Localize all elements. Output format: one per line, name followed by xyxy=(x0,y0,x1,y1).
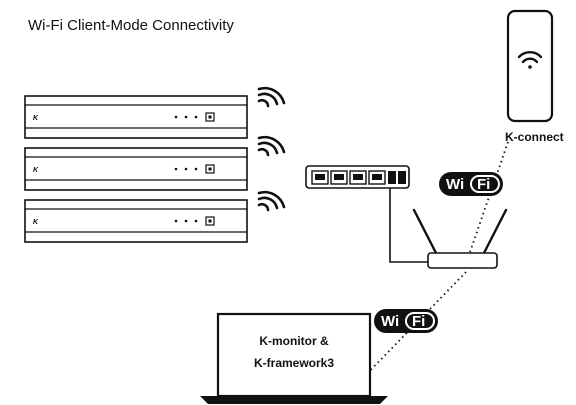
amplifier-1: K xyxy=(24,95,248,139)
wifi-router-icon xyxy=(412,208,508,269)
wifi-badge: Wi Fi xyxy=(439,172,503,196)
amplifier-2: K xyxy=(24,147,248,191)
network-switch-icon xyxy=(305,165,410,189)
svg-text:Wi: Wi xyxy=(446,176,464,193)
brand-logo: K xyxy=(33,167,39,174)
wifi-icon xyxy=(257,190,286,212)
phone xyxy=(506,9,554,123)
phone-label: K-connect xyxy=(505,130,564,144)
wifi-link-laptop xyxy=(357,271,467,384)
laptop-label-line1: K-monitor & xyxy=(259,334,329,348)
laptop xyxy=(200,312,388,404)
ethernet-cable xyxy=(389,178,428,263)
wifi-icon xyxy=(517,51,543,69)
svg-text:Fi: Fi xyxy=(477,176,490,193)
wifi-icon xyxy=(257,135,286,157)
diagram-title: Wi-Fi Client-Mode Connectivity xyxy=(28,17,234,34)
wifi-icon xyxy=(257,86,286,108)
wifi-badge: Wi Fi xyxy=(374,309,438,333)
amplifier-3: K xyxy=(24,199,248,243)
brand-logo: K xyxy=(33,219,39,226)
connection-lines xyxy=(357,141,509,384)
brand-logo: K xyxy=(33,115,39,122)
svg-text:Wi: Wi xyxy=(381,313,399,330)
svg-text:Fi: Fi xyxy=(412,313,425,330)
wifi-link-phone xyxy=(469,141,509,253)
laptop-label-line2: K-framework3 xyxy=(254,356,334,370)
